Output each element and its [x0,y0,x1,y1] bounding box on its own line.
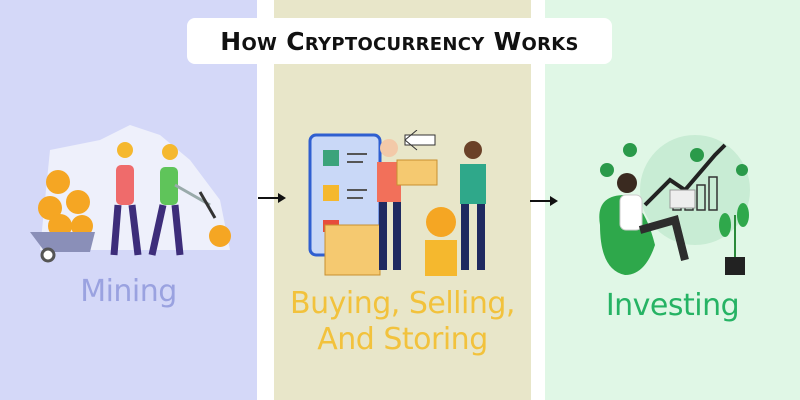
arrow-right-icon [530,196,558,206]
dollar-coin-icon [600,143,748,177]
title-box: How Cryptocurrency Works [187,18,612,64]
page-title: How Cryptocurrency Works [220,26,579,56]
miners-illustration [30,125,231,263]
trading-illustration [308,130,486,276]
step-label-investing: Investing [605,288,740,323]
step-label-mining: Mining [80,274,177,309]
step-label-buying-selling-storing: Buying, Selling, And Storing [290,286,515,357]
bitcoin-coins-icon [38,170,231,247]
investor-illustration [599,135,750,275]
arrow-right-icon [258,193,286,203]
